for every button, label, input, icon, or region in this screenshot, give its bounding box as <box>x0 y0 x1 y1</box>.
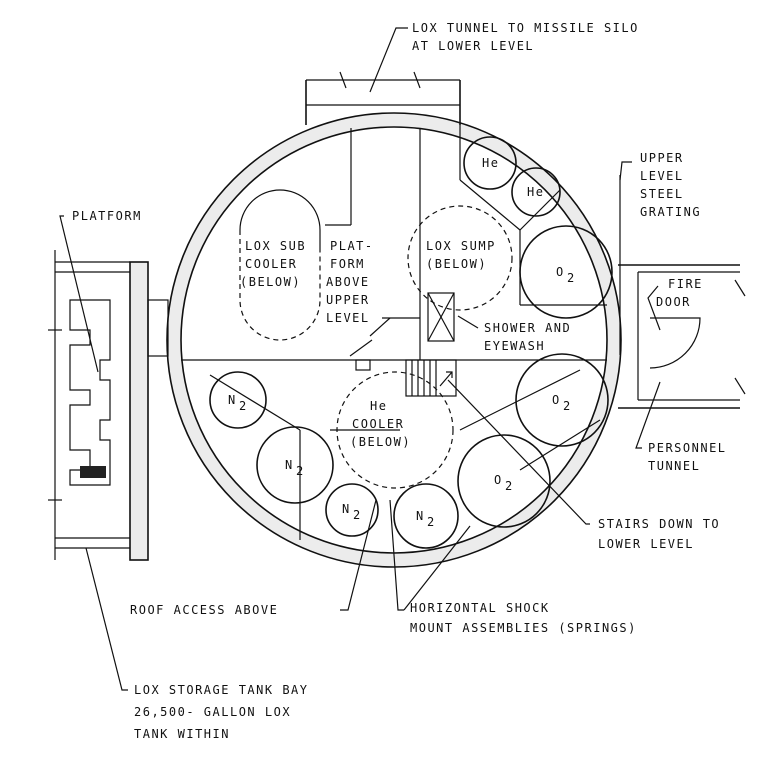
circular-wall <box>166 112 622 568</box>
tank-label-n2-3: N <box>342 502 351 516</box>
label-lox-tunnel-1: LOX TUNNEL TO MISSILE SILO <box>412 21 639 35</box>
label-upper-grating-3: STEEL <box>640 187 684 201</box>
he-tank-2 <box>511 167 561 217</box>
tank-label-o2-2: O <box>552 393 561 407</box>
label-stairs-2: LOWER LEVEL <box>598 537 694 551</box>
tank-label-n2-4: N <box>416 509 425 523</box>
label-he-cooler-1: He <box>370 399 387 413</box>
tank-label-o2-3: O <box>494 473 503 487</box>
label-lox-subcooler-2: COOLER <box>245 257 297 271</box>
label-upper-grating-4: GRATING <box>640 205 701 219</box>
label-shower-2: EYEWASH <box>484 339 545 353</box>
n2-tank-2 <box>256 426 334 504</box>
label-shower-1: SHOWER AND <box>484 321 571 335</box>
n2-tank-3 <box>325 483 379 537</box>
tank-label-n2-4-sub: 2 <box>427 515 436 529</box>
interior-lines <box>181 125 621 540</box>
tank-label-n2-3-sub: 2 <box>353 508 362 522</box>
tank-label-n2-1-sub: 2 <box>239 399 248 413</box>
tank-label-o2-1: O <box>556 265 565 279</box>
o2-tank-2 <box>515 353 609 447</box>
tank-label-n2-1: N <box>228 393 237 407</box>
label-stairs-1: STAIRS DOWN TO <box>598 517 720 531</box>
label-platform-above-2: FORM <box>330 257 365 271</box>
label-shock-1: HORIZONTAL SHOCK <box>410 601 550 615</box>
label-shock-2: MOUNT ASSEMBLIES (SPRINGS) <box>410 621 637 635</box>
label-personnel-1: PERSONNEL <box>648 441 727 455</box>
tank-label-he-2: He <box>527 185 544 199</box>
tank-label-he-1: He <box>482 156 499 170</box>
o2-tank-1 <box>519 225 613 319</box>
callout-labels: LOX TUNNEL TO MISSILE SILO AT LOWER LEVE… <box>72 21 727 741</box>
label-lox-tunnel-2: AT LOWER LEVEL <box>412 39 534 53</box>
tank-label-o2-3-sub: 2 <box>505 479 514 493</box>
lox-tunnel-top <box>305 71 461 125</box>
label-lox-subcooler-3: (BELOW) <box>240 275 301 289</box>
label-fire-door-2: DOOR <box>656 295 691 309</box>
label-lox-bay-3: TANK WITHIN <box>134 727 230 741</box>
label-platform-above-1: PLAT- <box>330 239 374 253</box>
tank-label-n2-2: N <box>285 458 294 472</box>
lox-storage-tank-bay <box>48 250 169 561</box>
n2-tank-4 <box>393 483 459 549</box>
label-upper-grating-2: LEVEL <box>640 169 684 183</box>
n2-tank-1 <box>209 371 267 429</box>
label-fire-door-1: FIRE <box>668 277 703 291</box>
label-lox-sump-2: (BELOW) <box>426 257 487 271</box>
label-he-cooler-2: COOLER <box>352 417 404 431</box>
label-platform-above-3: ABOVE <box>326 275 370 289</box>
label-platform-above-4: UPPER <box>326 293 370 307</box>
label-lox-sump-1: LOX SUMP <box>426 239 496 253</box>
stairs <box>355 359 457 397</box>
label-platform-above-5: LEVEL <box>326 311 370 325</box>
he-cooler-outline <box>336 371 454 489</box>
label-lox-bay-2: 26,500- GALLON LOX <box>134 705 291 719</box>
label-personnel-2: TUNNEL <box>648 459 700 473</box>
o2-tank-3 <box>457 434 551 528</box>
leader-lines <box>59 27 661 691</box>
label-he-cooler-3: (BELOW) <box>350 435 411 449</box>
label-platform: PLATFORM <box>72 209 142 223</box>
tank-label-n2-2-sub: 2 <box>296 464 305 478</box>
label-roof-access: ROOF ACCESS ABOVE <box>130 603 278 617</box>
label-upper-grating-1: UPPER <box>640 151 684 165</box>
tank-label-o2-1-sub: 2 <box>567 271 576 285</box>
lox-sump-outline <box>407 205 513 311</box>
he-tank-1 <box>463 136 517 190</box>
shower-eyewash-box <box>427 292 455 342</box>
personnel-tunnel <box>618 264 746 409</box>
label-lox-subcooler-1: LOX SUB <box>245 239 306 253</box>
label-lox-bay-1: LOX STORAGE TANK BAY <box>134 683 309 697</box>
tank-label-o2-2-sub: 2 <box>563 399 572 413</box>
lox-subcooler-outline <box>239 189 321 341</box>
